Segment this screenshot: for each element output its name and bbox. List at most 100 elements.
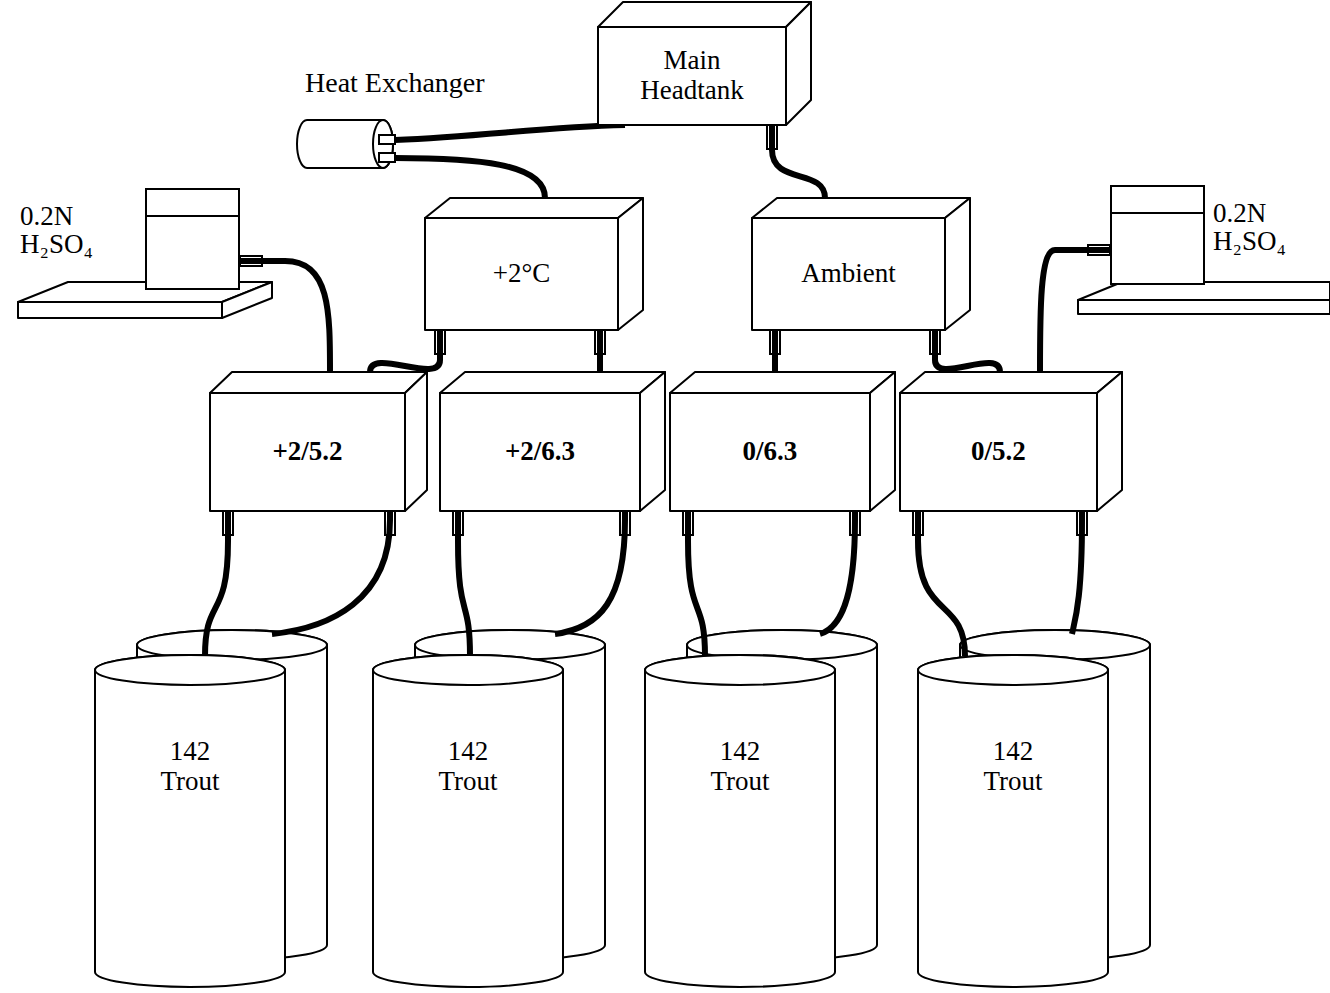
pipe-connector: [688, 511, 705, 656]
box-front: [670, 393, 870, 511]
temperature-tank: +2°C: [425, 198, 643, 330]
trout-tank: 142 Trout: [645, 655, 835, 990]
pipe-fitting: [767, 125, 777, 149]
tank-body: [645, 655, 835, 987]
treatment-tank: 0/6.3: [670, 372, 895, 511]
pipe-fitting: [379, 135, 395, 144]
acid-tray: [1078, 300, 1330, 314]
pipe-fitting: [453, 511, 463, 535]
tank-label-area: 142 Trout: [95, 737, 285, 796]
tank-label-area: 142 Trout: [645, 737, 835, 796]
box-top: [210, 372, 427, 393]
pipe-fitting: [385, 511, 395, 535]
acid-reservoir: 0.2N H₂SO₄: [1110, 185, 1205, 285]
box-front: [210, 393, 405, 511]
box-face: Ambient: [752, 218, 945, 330]
box-side: [1097, 372, 1122, 511]
tank-label: 142 Trout: [972, 737, 1054, 796]
pipe-fitting: [850, 511, 860, 535]
liquid-level: [1111, 212, 1204, 214]
box-top: [598, 2, 811, 27]
box-label: 0/5.2: [971, 437, 1026, 467]
tank-outline: [373, 655, 563, 990]
heat-exchanger-label: Heat Exchanger: [305, 68, 485, 99]
pipe-fitting: [620, 511, 630, 535]
pipe-fitting: [223, 511, 233, 535]
pipe-connector: [1040, 250, 1110, 372]
box-face: 0/5.2: [900, 393, 1097, 511]
pipe-connector: [597, 330, 603, 372]
pipe-fitting: [913, 511, 923, 535]
tank-label: 142 Trout: [427, 737, 509, 796]
box-label: +2/6.3: [505, 437, 575, 467]
pipe-connector: [395, 158, 545, 198]
tank-rim: [95, 655, 285, 685]
pipe-connector: [935, 330, 1000, 372]
box-top: [670, 372, 895, 393]
box-label: +2°C: [493, 259, 551, 289]
treatment-tank: 0/5.2: [900, 372, 1122, 511]
pipe-fitting: [1088, 245, 1110, 255]
pipe-fitting: [435, 330, 445, 354]
box-top: [900, 372, 1122, 393]
pipe-connector: [918, 511, 965, 656]
pipe-connector: [240, 261, 330, 372]
acid-label: 0.2N H₂SO₄: [1213, 199, 1325, 256]
box-label: Ambient: [801, 259, 896, 289]
pipe-fitting: [930, 330, 940, 354]
box-side: [870, 372, 895, 511]
box-front: [425, 218, 618, 330]
tank-label: 142 Trout: [699, 737, 781, 796]
box-face: +2/5.2: [210, 393, 405, 511]
pipe-fitting: [1077, 511, 1087, 535]
heat-exchanger-cylinder: [295, 118, 395, 170]
pipe-connector: [205, 511, 228, 656]
box-label: +2/5.2: [272, 437, 342, 467]
tank-label-area: 142 Trout: [373, 737, 563, 796]
pipe-connector: [772, 330, 778, 372]
tank-rim: [645, 655, 835, 685]
headtank-box: Main Headtank: [598, 2, 811, 125]
box-front: [752, 218, 945, 330]
box-label: 0/6.3: [743, 437, 798, 467]
acid-tray: [18, 302, 222, 318]
tank-outline: [918, 655, 1108, 990]
pipe-connector: [772, 125, 825, 198]
pipe-connector: [395, 125, 625, 140]
reservoir-body: [1111, 186, 1204, 284]
tank-label: 142 Trout: [149, 737, 231, 796]
tank-rim: [373, 655, 563, 685]
tank-body: [373, 655, 563, 987]
box-front: [440, 393, 640, 511]
box-top: [440, 372, 665, 393]
pipe-fitting: [379, 153, 395, 162]
liquid-level: [146, 215, 239, 217]
trout-tank: 142 Trout: [373, 655, 563, 990]
heat-exchanger: Heat Exchanger: [295, 118, 395, 170]
trout-tank: 142 Trout: [918, 655, 1108, 990]
box-side: [618, 198, 643, 330]
tank-label-area: 142 Trout: [918, 737, 1108, 796]
tank-rim: [918, 655, 1108, 685]
box-label: Main Headtank: [617, 46, 767, 105]
pipe-fitting: [595, 330, 605, 354]
box-face: Main Headtank: [598, 27, 786, 125]
reservoir-body: [146, 189, 239, 289]
pipe-connector: [370, 330, 440, 372]
box-top: [425, 198, 643, 218]
pipe-fitting: [770, 330, 780, 354]
temperature-tank: Ambient: [752, 198, 970, 330]
box-side: [405, 372, 427, 511]
tank-body: [95, 655, 285, 987]
box-side: [640, 372, 665, 511]
tank-outline: [95, 655, 285, 990]
acid-label: 0.2N H₂SO₄: [20, 202, 132, 259]
box-face: +2/6.3: [440, 393, 640, 511]
box-face: +2°C: [425, 218, 618, 330]
trout-tank: 142 Trout: [95, 655, 285, 990]
treatment-tank: +2/6.3: [440, 372, 665, 511]
box-front: [598, 27, 786, 125]
box-face: 0/6.3: [670, 393, 870, 511]
box-front: [900, 393, 1097, 511]
